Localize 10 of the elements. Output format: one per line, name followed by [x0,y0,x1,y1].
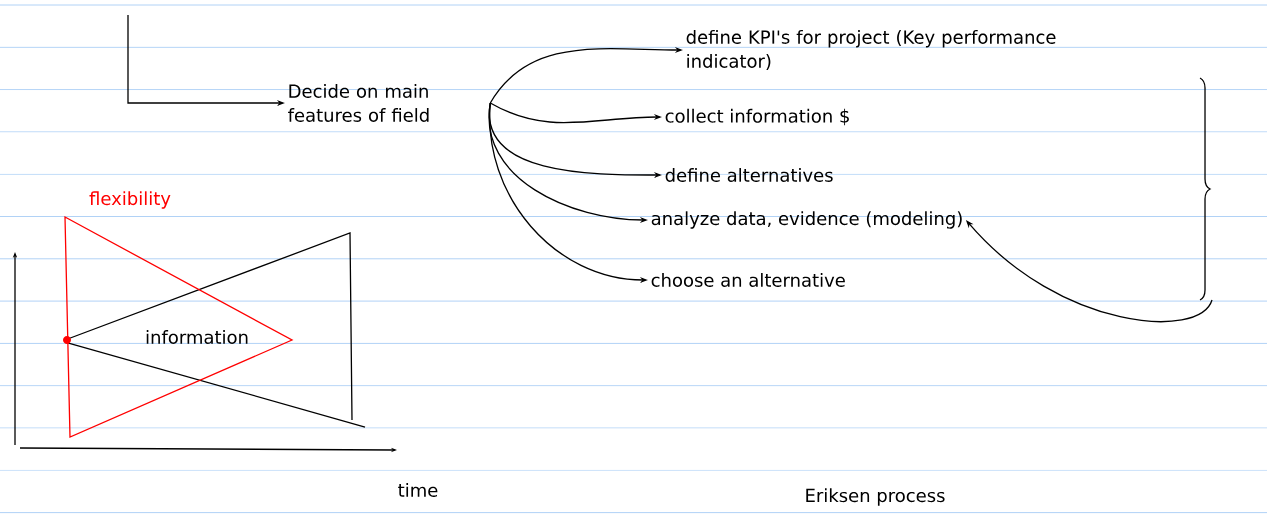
step-text: collect information $ [665,108,849,126]
title: Eriksen process [806,488,945,506]
axis-label: flexibility [89,191,171,209]
step-text: choose an alternative [651,273,845,287]
step-text: Decide on main features of field [288,84,429,122]
step-text: define alternatives [665,168,833,182]
step-text: define KPI's for project (Key performance indicator) [686,30,1056,70]
axis-label: time [398,483,438,497]
axis-label: information [146,330,248,344]
step-text: analyze data, evidence (modeling) [651,211,962,229]
